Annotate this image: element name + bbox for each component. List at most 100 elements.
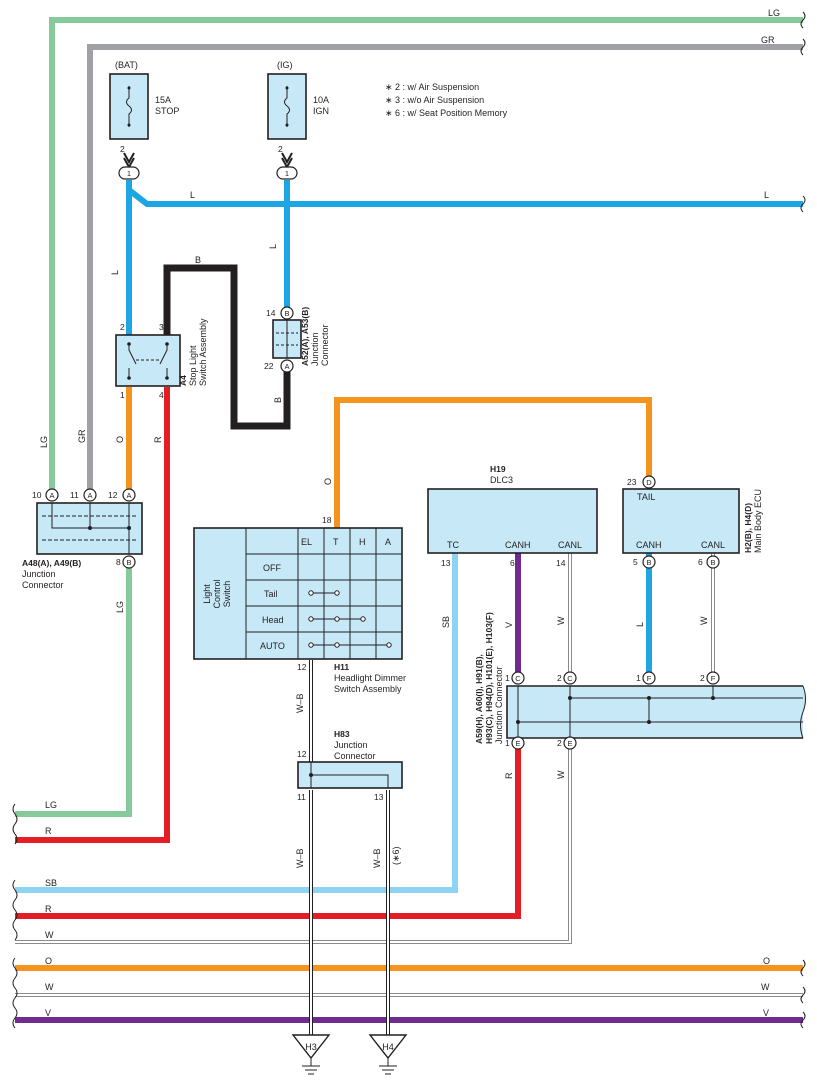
label-r-1: R	[153, 436, 163, 443]
a52-junction-connector: 14 B 22 A A52(A), A53(B) Junction Connec…	[264, 306, 330, 373]
label-l-1: L	[190, 190, 195, 200]
svg-text:11: 11	[70, 490, 79, 500]
wire-b	[163, 264, 291, 430]
label-b-1: B	[195, 255, 201, 265]
label-w-3: W	[556, 770, 566, 779]
svg-text:Stop Light: Stop Light	[188, 345, 198, 386]
svg-text:Headlight Dimmer: Headlight Dimmer	[334, 673, 406, 683]
svg-text:Main Body ECU: Main Body ECU	[753, 489, 763, 553]
svg-text:A52(A), A53(B): A52(A), A53(B)	[300, 307, 310, 366]
h19-dlc3: H19 DLC3 TC CANH CANL 13 6 14	[427, 464, 598, 568]
svg-text:4: 4	[159, 390, 164, 400]
label-v-2: V	[45, 1008, 51, 1018]
label-o-1: O	[115, 436, 125, 443]
svg-text:Light: Light	[202, 584, 212, 604]
svg-text:5: 5	[633, 557, 638, 567]
label-sb-1: SB	[441, 616, 451, 628]
svg-text:E: E	[567, 739, 572, 748]
svg-text:EL: EL	[301, 537, 312, 547]
svg-text:3: 3	[159, 322, 164, 332]
svg-text:H: H	[359, 537, 366, 547]
fuse-ign: (IG) 10A IGN 2	[267, 60, 329, 170]
svg-text:Tail: Tail	[264, 589, 278, 599]
wire-lg-top	[49, 17, 803, 492]
svg-text:Junction: Junction	[22, 569, 56, 579]
ground-h3: H3	[291, 1034, 331, 1075]
wire-break-left	[12, 803, 18, 1029]
wire-gr	[87, 44, 803, 492]
svg-text:1: 1	[505, 738, 510, 748]
svg-text:15A: 15A	[155, 95, 171, 105]
svg-text:12: 12	[297, 662, 307, 672]
svg-text:CANL: CANL	[558, 540, 582, 550]
svg-text:10: 10	[32, 490, 42, 500]
wire-r-junction	[15, 748, 521, 919]
label-w-6: W	[761, 982, 770, 992]
h11-headlight-dimmer-switch: 18 EL T H A OFF Tail Head AUTO Light Con…	[193, 515, 406, 694]
ground-h4: H4	[368, 1034, 408, 1075]
svg-text:TC: TC	[447, 540, 459, 550]
svg-text:H2(B), H4(D): H2(B), H4(D)	[743, 503, 753, 553]
label-o-2: O	[323, 478, 333, 485]
svg-text:B: B	[710, 558, 715, 567]
svg-text:Switch Assembly: Switch Assembly	[198, 318, 208, 386]
svg-text:B: B	[284, 309, 289, 318]
a48-junction-connector: 10 A 11 A 12 A 8 B A48(A), A49(B) Juncti…	[22, 488, 143, 590]
svg-text:D: D	[646, 478, 652, 487]
svg-text:12: 12	[297, 749, 307, 759]
svg-text:2: 2	[557, 673, 562, 683]
svg-text:STOP: STOP	[155, 106, 179, 116]
svg-text:1: 1	[636, 673, 641, 683]
svg-text:T: T	[333, 537, 339, 547]
label-l-2: L	[764, 190, 769, 200]
svg-text:A: A	[49, 491, 54, 500]
svg-text:6: 6	[510, 558, 515, 568]
svg-text:A: A	[87, 491, 92, 500]
label-v-3: V	[763, 1008, 769, 1018]
label-w-4: W	[45, 930, 54, 940]
svg-text:A: A	[126, 491, 131, 500]
svg-text:13: 13	[441, 558, 451, 568]
svg-text:A48(A), A49(B): A48(A), A49(B)	[22, 558, 81, 568]
a59-junction-connector: 1 C 2 C 1 F 2 F 1 E 2 E A59(H), A60(I), …	[474, 612, 806, 750]
label-o-4: O	[763, 956, 770, 966]
label-sb-2: SB	[45, 878, 57, 888]
label-l-5: L	[635, 622, 645, 627]
svg-text:Connector: Connector	[22, 580, 64, 590]
svg-text:14: 14	[556, 558, 566, 568]
connector-1-stop: 1	[118, 166, 140, 180]
svg-text:H83: H83	[334, 729, 350, 739]
label-lg-4: LG	[45, 800, 57, 810]
label-r-4: R	[45, 904, 52, 914]
label-lg-3: LG	[115, 601, 125, 613]
svg-text:E: E	[515, 739, 520, 748]
svg-text:C: C	[567, 674, 573, 683]
svg-text:H11: H11	[334, 662, 349, 672]
svg-text:B: B	[646, 558, 651, 567]
svg-text:Head: Head	[262, 615, 284, 625]
svg-text:(BAT): (BAT)	[115, 60, 138, 70]
svg-text:1: 1	[505, 673, 510, 683]
svg-text:22: 22	[264, 361, 274, 371]
svg-text:2: 2	[120, 322, 125, 332]
svg-text:Junction: Junction	[334, 740, 368, 750]
label-v-1: V	[504, 622, 514, 628]
svg-text:A59(H), A60(I), H91(B),: A59(H), A60(I), H91(B),	[474, 654, 484, 744]
label-w-1: W	[556, 616, 566, 625]
svg-text:IGN: IGN	[313, 106, 329, 116]
h2-main-body-ecu: 23 D TAIL CANH CANL 5 B 6 B H2(B), H4(D)…	[622, 475, 763, 569]
label-wb-3: W–B	[372, 848, 382, 868]
svg-text:Switch: Switch	[222, 581, 232, 608]
label-lg-2: LG	[39, 436, 49, 448]
svg-text:F: F	[711, 674, 716, 683]
svg-text:13: 13	[374, 792, 384, 802]
label-l-3: L	[110, 270, 120, 275]
svg-text:2: 2	[278, 144, 283, 154]
svg-text:23: 23	[627, 477, 637, 487]
note-2: ∗ 3 : w/o Air Suspension	[385, 95, 484, 105]
svg-text:2: 2	[557, 738, 562, 748]
fuse-stop: (BAT) 15A STOP 2	[109, 60, 179, 170]
label-gr-2: GR	[77, 429, 87, 443]
svg-text:C: C	[515, 674, 521, 683]
svg-text:11: 11	[297, 792, 306, 802]
